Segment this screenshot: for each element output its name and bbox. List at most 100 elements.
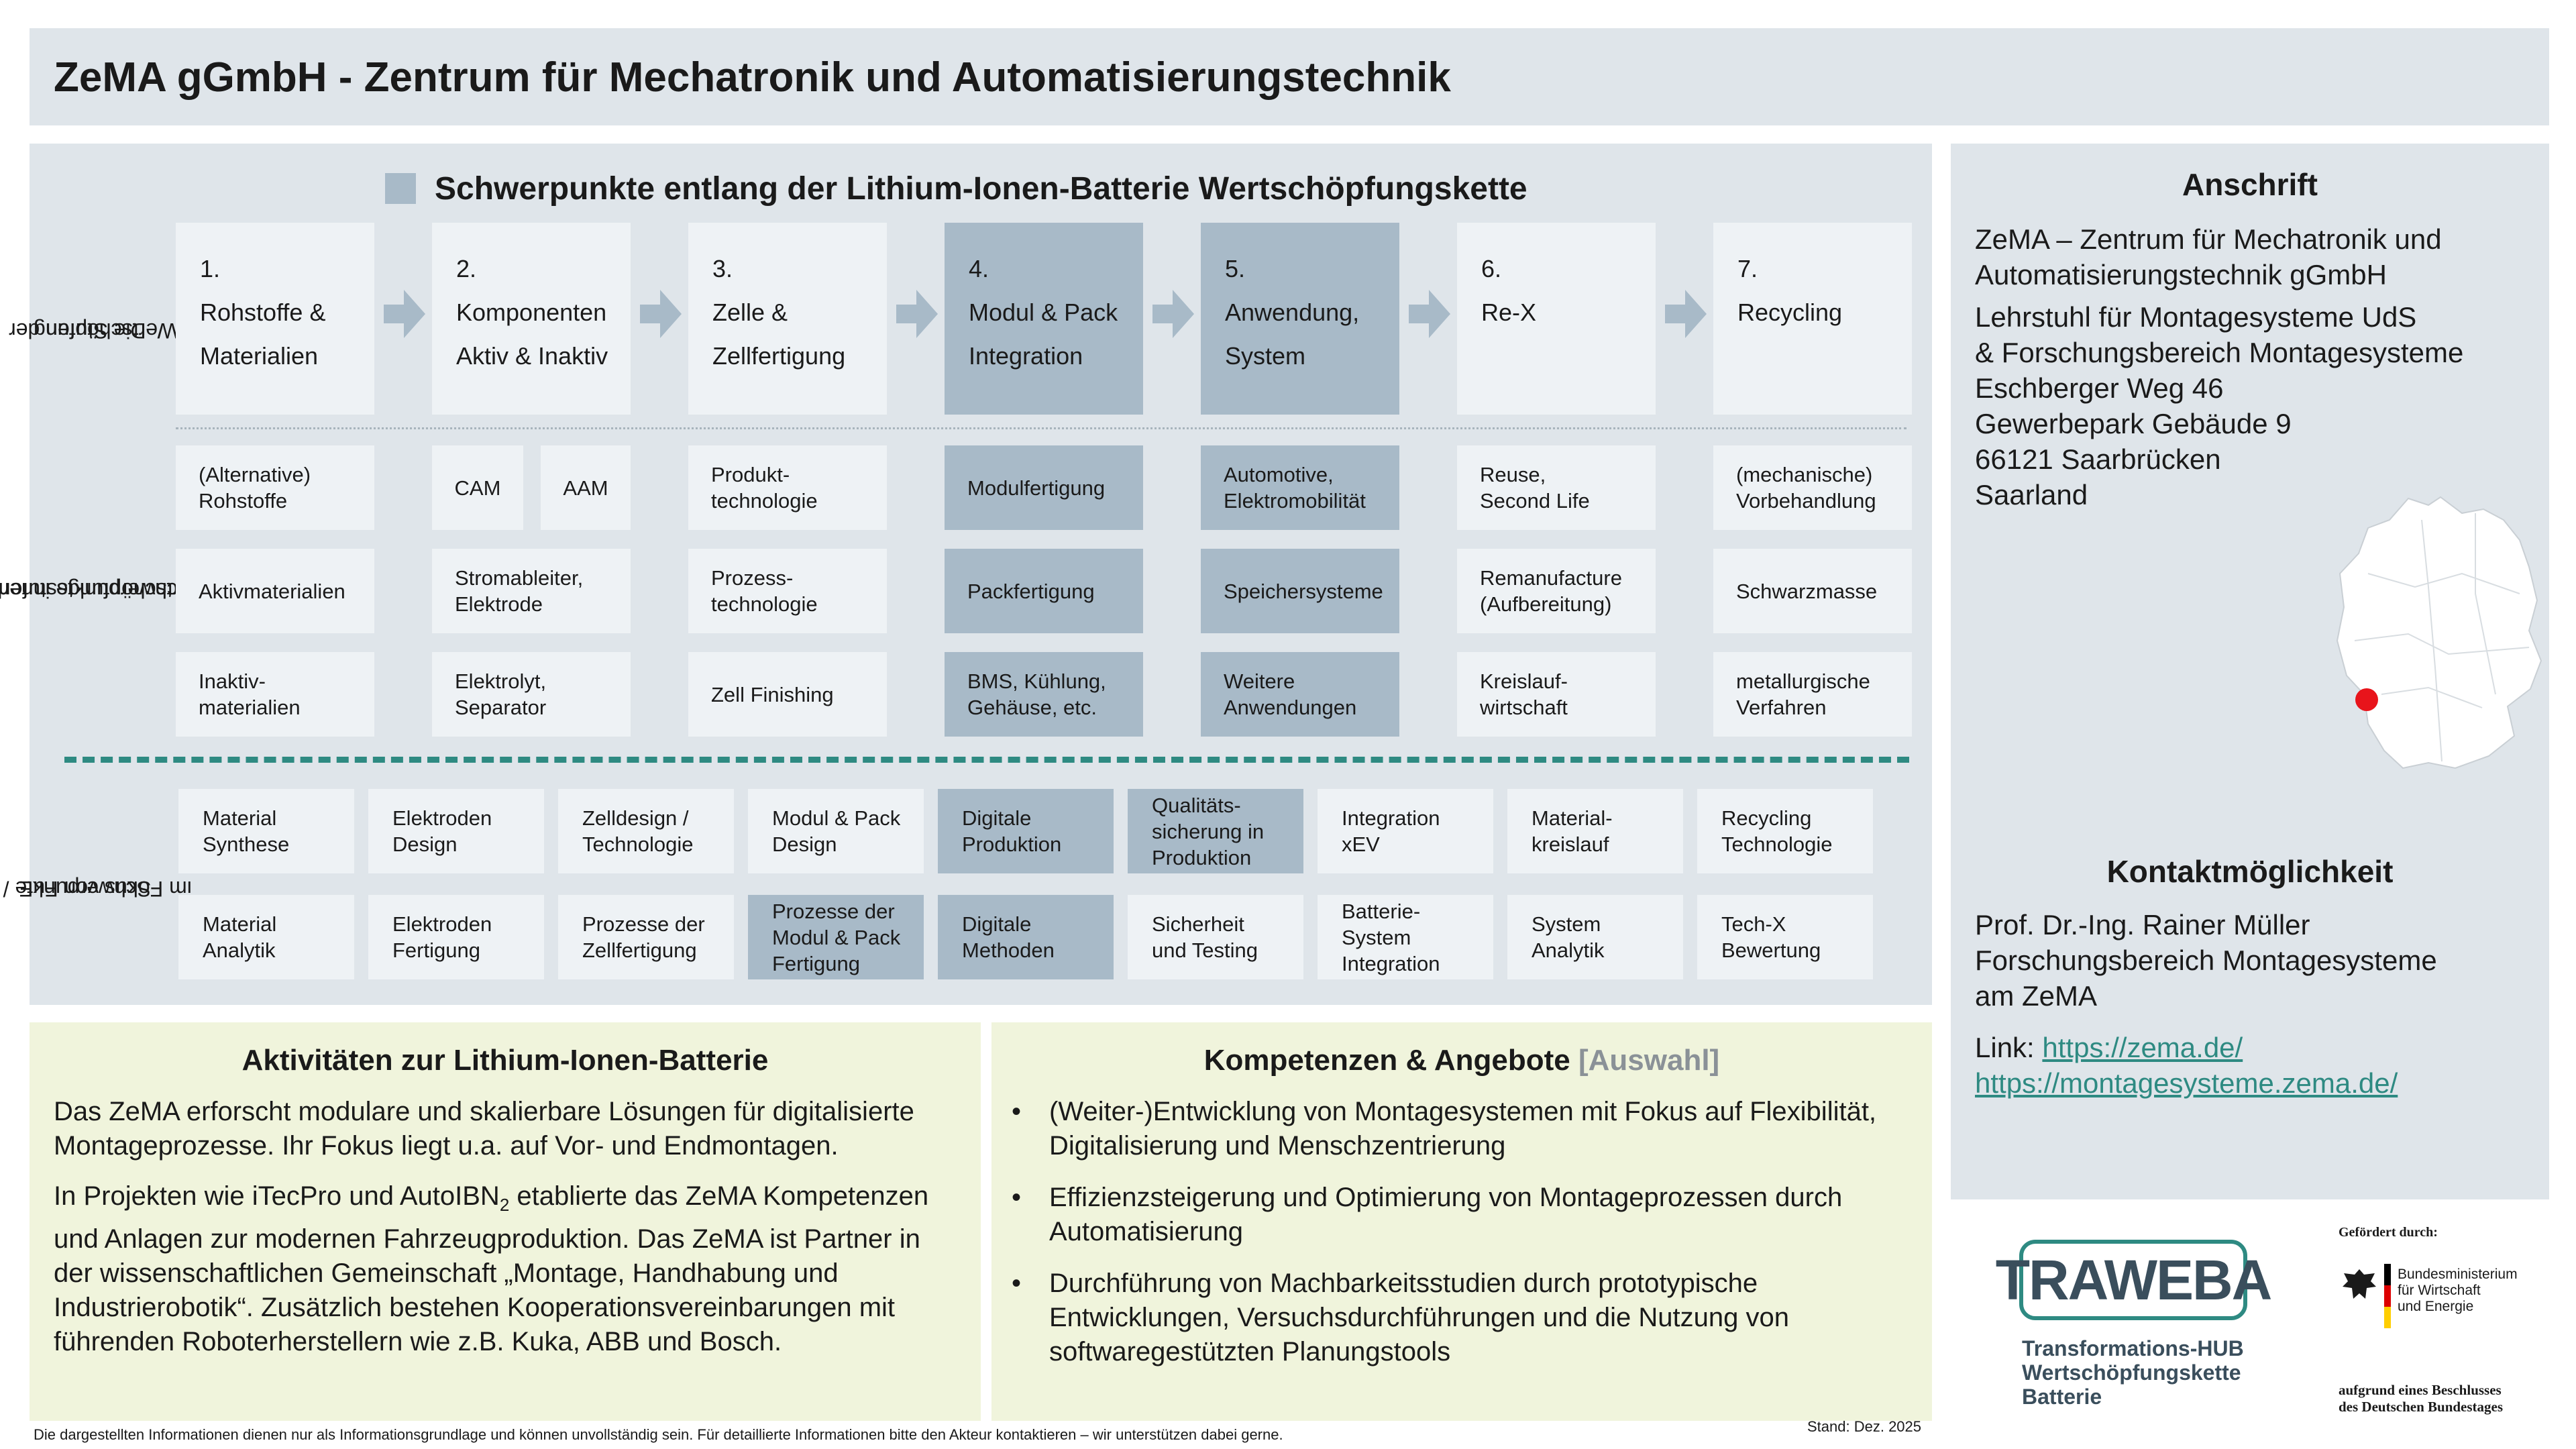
address-line: Saarland (1975, 479, 2088, 511)
focus-cell: Schwarzmasse (1713, 549, 1912, 633)
focus-cell-text: Speichersysteme (1224, 579, 1383, 603)
arrow-right-icon (896, 290, 938, 338)
ministry-name: Bundesministerium für Wirtschaft und Ene… (2398, 1267, 2518, 1314)
stage-text: System (1225, 342, 1306, 370)
stage-divider (176, 427, 1907, 429)
activities-paragraph: Das ZeMA erforscht modulare und skalierb… (54, 1097, 914, 1161)
stage-text: Recycling (1737, 299, 1843, 326)
stage-box-1: 1. Rohstoffe & Materialien (176, 223, 374, 415)
stage-text: Anwendung, (1225, 299, 1360, 326)
stage-text: Materialien (200, 342, 319, 370)
focus-cell: BMS, Kühlung,Gehäuse, etc. (945, 652, 1143, 737)
focus-cell-text: BMS, Kühlung,Gehäuse, etc. (967, 669, 1106, 719)
address-line: & Forschungsbereich Montagesysteme (1975, 337, 2464, 368)
stage-box-5: 5. Anwendung, System (1201, 223, 1399, 415)
focus-cell: Aktivmaterialien (176, 549, 374, 633)
stage-text: 1. (200, 255, 221, 282)
link-label: Link: (1975, 1032, 2043, 1063)
focus-cell-text: Aktivmaterialien (199, 579, 345, 603)
arrow-right-icon (384, 290, 425, 338)
competences-list: (Weiter-)Entwicklung von Montagesystemen… (1012, 1095, 1911, 1387)
location-marker (2355, 688, 2378, 711)
zema-link[interactable]: https://zema.de/ (2042, 1032, 2243, 1063)
value-chain-heading: Schwerpunkte entlang der Lithium-Ionen-B… (385, 165, 1527, 212)
stand-date: Stand: Dez. 2025 (1807, 1418, 1922, 1435)
address-title: Anschrift (2182, 167, 2318, 202)
fue-divider (64, 757, 1909, 763)
focus-cell: Zell Finishing (688, 652, 887, 737)
competence-item: Effizienzsteigerung und Optimierung von … (1012, 1181, 1911, 1249)
focus-cell-text: AAM (563, 476, 608, 500)
focus-cell-text: Produkt-technologie (711, 463, 818, 513)
focus-cell-text: Inaktiv-materialien (199, 669, 301, 719)
focus-cell-text: CAM (454, 476, 501, 500)
bundestag-resolution: aufgrund eines Beschlusses des Deutschen… (2339, 1382, 2504, 1415)
fue-cell-text: Zelldesign /Technologie (582, 806, 694, 856)
focus-cell-text: Zell Finishing (711, 682, 834, 706)
stage-text: 6. (1481, 255, 1502, 282)
activities-text: Das ZeMA erforscht modulare und skalierb… (54, 1095, 959, 1359)
stage-text: 4. (969, 255, 989, 282)
focus-cell: Inaktiv-materialien (176, 652, 374, 737)
focus-cell: Elektrolyt,Separator (432, 652, 631, 737)
focus-cell-text: Automotive,Elektromobilität (1224, 463, 1366, 513)
focus-cell-text: Packfertigung (967, 579, 1095, 603)
competence-item: (Weiter-)Entwicklung von Montagesystemen… (1012, 1095, 1911, 1163)
focus-cell: Remanufacture(Aufbereitung) (1457, 549, 1656, 633)
traweba-subtitle: Transformations-HUB Wertschöpfungskette … (2022, 1336, 2244, 1409)
focus-cell-text: Remanufacture(Aufbereitung) (1480, 566, 1622, 616)
contact-line: am ZeMA (1975, 980, 2098, 1012)
focus-cell: Prozess-technologie (688, 549, 887, 633)
fue-cell: Material-kreislauf (1507, 789, 1683, 873)
focus-cell-text: Kreislauf-wirtschaft (1480, 669, 1568, 719)
activities-panel (30, 1022, 981, 1421)
activities-title: Aktivitäten zur Lithium-Ionen-Batterie (241, 1044, 769, 1077)
focus-cell: Speichersysteme (1201, 549, 1399, 633)
disclaimer: Die dargestellten Informationen dienen n… (34, 1426, 1283, 1443)
focus-cell-text: (Alternative)Rohstoffe (199, 463, 311, 513)
montagesysteme-link[interactable]: https://montagesysteme.zema.de/ (1975, 1067, 2398, 1099)
focus-cell: (mechanische)Vorbehandlung (1713, 445, 1912, 530)
arrow-right-icon (640, 290, 682, 338)
stage-text (1481, 334, 1656, 378)
label-focus: Schwerpunkte innerhalbWertschöpfungsstuf… (0, 578, 212, 602)
stage-text: 2. (456, 255, 477, 282)
focus-cell: Produkt-technologie (688, 445, 887, 530)
competence-item: Durchführung von Machbarkeitsstudien dur… (1012, 1267, 1911, 1369)
arrow-right-icon (1665, 290, 1707, 338)
stage-text: Rohstoffe & (200, 299, 326, 326)
contact-line: Forschungsbereich Montagesysteme (1975, 945, 2437, 976)
stage-text: Integration (969, 342, 1083, 370)
stage-text: 5. (1225, 255, 1246, 282)
focus-cell: (Alternative)Rohstoffe (176, 445, 374, 530)
focus-cell: Packfertigung (945, 549, 1143, 633)
stage-box-3: 3.Zelle &Zellfertigung (688, 223, 887, 415)
stage-text: Komponenten (456, 299, 607, 326)
focus-cell-text: Stromableiter,Elektrode (455, 566, 584, 616)
fue-cell-text: Material-kreislauf (1532, 806, 1613, 856)
stage-text (1737, 334, 1912, 378)
